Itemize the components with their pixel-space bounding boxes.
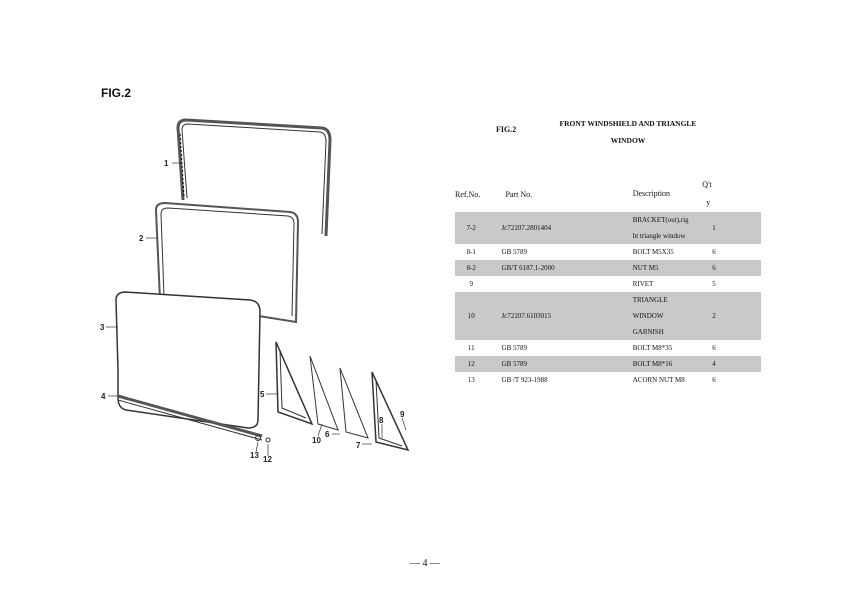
- cell-ref: 13: [467, 376, 475, 384]
- exploded-view-drawing: 1 2 3 4 5 6 7 8 9 10 12 13: [100, 118, 410, 464]
- callout-7: 7: [356, 441, 361, 450]
- cell-part: Jc72207.6103015: [487, 292, 633, 340]
- cell-description: NUT M5: [632, 260, 701, 276]
- cell-part: Jc72207.2801404: [487, 212, 633, 244]
- cell-part: GB /T 923-1988: [501, 376, 548, 384]
- description-line: TRIANGLE: [632, 296, 668, 304]
- cell-part: GB 5789: [487, 356, 633, 372]
- cell-qty: 2: [700, 292, 761, 340]
- description-line: GARNISH: [632, 328, 664, 336]
- callout-9: 9: [400, 410, 405, 419]
- cell-description: BRACKET(out),rig ht triangle window: [632, 212, 701, 244]
- cell-qty: 6: [712, 376, 716, 384]
- part-4-bar: [117, 394, 263, 441]
- part-5-bracket: [275, 341, 314, 426]
- description-line: BOLT M5X35: [632, 248, 674, 256]
- description-line: NUT M5: [632, 264, 659, 272]
- cell-qty: 6: [712, 248, 716, 256]
- part-7-bracket: [371, 371, 410, 452]
- description-line: BRACKET(out),rig: [632, 216, 689, 224]
- cell-part: GB/T 6187.1-2000: [487, 260, 633, 276]
- part-1-frame: [176, 118, 332, 237]
- header-qty: Q't y: [700, 176, 761, 212]
- callout-2: 2: [139, 234, 144, 243]
- cell-qty: 6: [700, 260, 761, 276]
- cell-description: BOLT M8*35: [633, 340, 701, 356]
- cell-ref: 8-1: [466, 248, 476, 256]
- part-2-glass: [154, 201, 300, 324]
- cell-description: BOLT M5X35: [633, 244, 701, 260]
- cell-description: ACORN NUT M8: [633, 372, 701, 388]
- table-header-row: Ref.No. Part No. Description Q't y: [455, 176, 761, 212]
- table-row: 11 GB 5789 BOLT M8*35 6: [455, 340, 761, 356]
- callout-4: 4: [101, 392, 106, 401]
- description-line: ACORN NUT M8: [632, 376, 685, 384]
- cell-part: GB 5789: [501, 248, 527, 256]
- callout-3: 3: [100, 323, 105, 332]
- callout-1: 1: [164, 159, 169, 168]
- page-number: — 4 —: [410, 558, 440, 569]
- callout-8: 8: [379, 416, 384, 425]
- cell-qty: 6: [712, 344, 716, 352]
- header-qty-line1: Q't: [702, 180, 712, 189]
- part-10-garnish: [309, 355, 369, 439]
- cell-description: RIVET: [633, 276, 701, 292]
- table-row: 13 GB /T 923-1988 ACORN NUT M8 6: [455, 372, 761, 388]
- cell-qty: 5: [712, 280, 716, 288]
- cell-ref: 7-2: [455, 212, 488, 244]
- callout-10: 10: [312, 436, 321, 445]
- part-3-windshield: [115, 291, 261, 429]
- header-ref: Ref.No.: [455, 189, 481, 199]
- description-line: BOLT M8*35: [632, 344, 673, 352]
- description-line: BOLT M8*16: [632, 360, 673, 368]
- callout-12: 12: [263, 455, 272, 464]
- table-row: 9 RIVET 5: [455, 276, 761, 292]
- cell-ref: 8-2: [455, 260, 488, 276]
- cell-description: BOLT M8*16: [632, 356, 701, 372]
- cell-ref: 12: [455, 356, 488, 372]
- table-figure-label: FIG.2: [496, 125, 517, 134]
- cell-ref: 10: [455, 292, 488, 340]
- cell-ref: 9: [469, 280, 474, 288]
- callout-5: 5: [260, 390, 265, 399]
- cell-qty: 4: [700, 356, 761, 372]
- fasteners: [255, 435, 271, 443]
- header-desc: Description: [632, 189, 671, 198]
- header-qty-line2: y: [706, 198, 711, 207]
- cell-description: TRIANGLE WINDOW GARNISH: [632, 292, 701, 340]
- cell-qty: 1: [700, 212, 761, 244]
- header-part: Part No.: [505, 189, 533, 199]
- figure-title: FIG.2: [101, 86, 132, 100]
- callout-13: 13: [250, 451, 259, 460]
- table-row: 8-1 GB 5789 BOLT M5X35 6: [455, 244, 761, 260]
- cell-part: GB 5789: [501, 344, 527, 352]
- callout-6: 6: [325, 430, 330, 439]
- cell-part: [488, 276, 633, 292]
- description-line: WINDOW: [632, 312, 664, 320]
- description-line: RIVET: [632, 280, 654, 288]
- table-title: FRONT WINDSHIELD AND TRIANGLE WINDOW: [559, 119, 697, 145]
- cell-ref: 11: [467, 344, 475, 352]
- description-line: ht triangle window: [632, 232, 686, 240]
